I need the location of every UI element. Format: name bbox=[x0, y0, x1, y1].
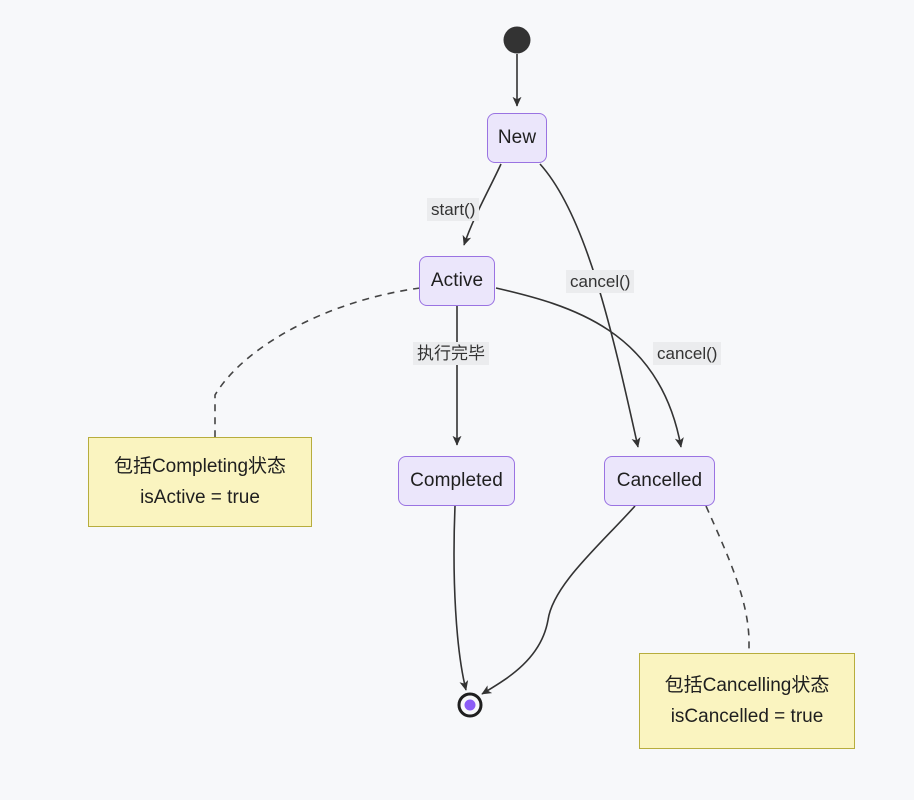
note-active-line-2: isActive = true bbox=[140, 486, 260, 508]
edge-label-cancel-from-active: cancel() bbox=[653, 342, 722, 365]
state-node-active[interactable]: Active bbox=[419, 256, 495, 306]
edge-new-to-cancelled bbox=[539, 163, 641, 448]
state-label-active: Active bbox=[430, 270, 484, 291]
note-active-line-1: 包括Completing状态 bbox=[113, 455, 287, 477]
edge-completed-to-end bbox=[453, 505, 469, 691]
state-node-completed[interactable]: Completed bbox=[398, 456, 515, 506]
edge-label-done: 执行完毕 bbox=[413, 342, 489, 365]
note-active: 包括Completing状态 isActive = true bbox=[88, 437, 312, 527]
edge-active-to-cancelled bbox=[495, 287, 684, 448]
note-link-cancelled bbox=[705, 505, 750, 653]
edge-new-to-active bbox=[462, 163, 502, 246]
note-cancelled-line-2: isCancelled = true bbox=[670, 705, 824, 727]
final-state-marker bbox=[457, 692, 483, 718]
note-cancelled-line-1: 包括Cancelling状态 bbox=[664, 674, 830, 696]
edge-label-start: start() bbox=[427, 198, 480, 221]
initial-state-dot bbox=[503, 26, 531, 54]
edge-cancelled-to-end bbox=[481, 505, 636, 695]
state-label-completed: Completed bbox=[410, 470, 503, 491]
state-node-cancelled[interactable]: Cancelled bbox=[604, 456, 715, 506]
state-node-new[interactable]: New bbox=[487, 113, 547, 163]
state-label-new: New bbox=[497, 127, 537, 148]
note-cancelled: 包括Cancelling状态 isCancelled = true bbox=[639, 653, 855, 749]
state-label-cancelled: Cancelled bbox=[616, 470, 703, 491]
note-link-active bbox=[214, 287, 421, 437]
edge-label-cancel-from-new: cancel() bbox=[566, 270, 635, 293]
